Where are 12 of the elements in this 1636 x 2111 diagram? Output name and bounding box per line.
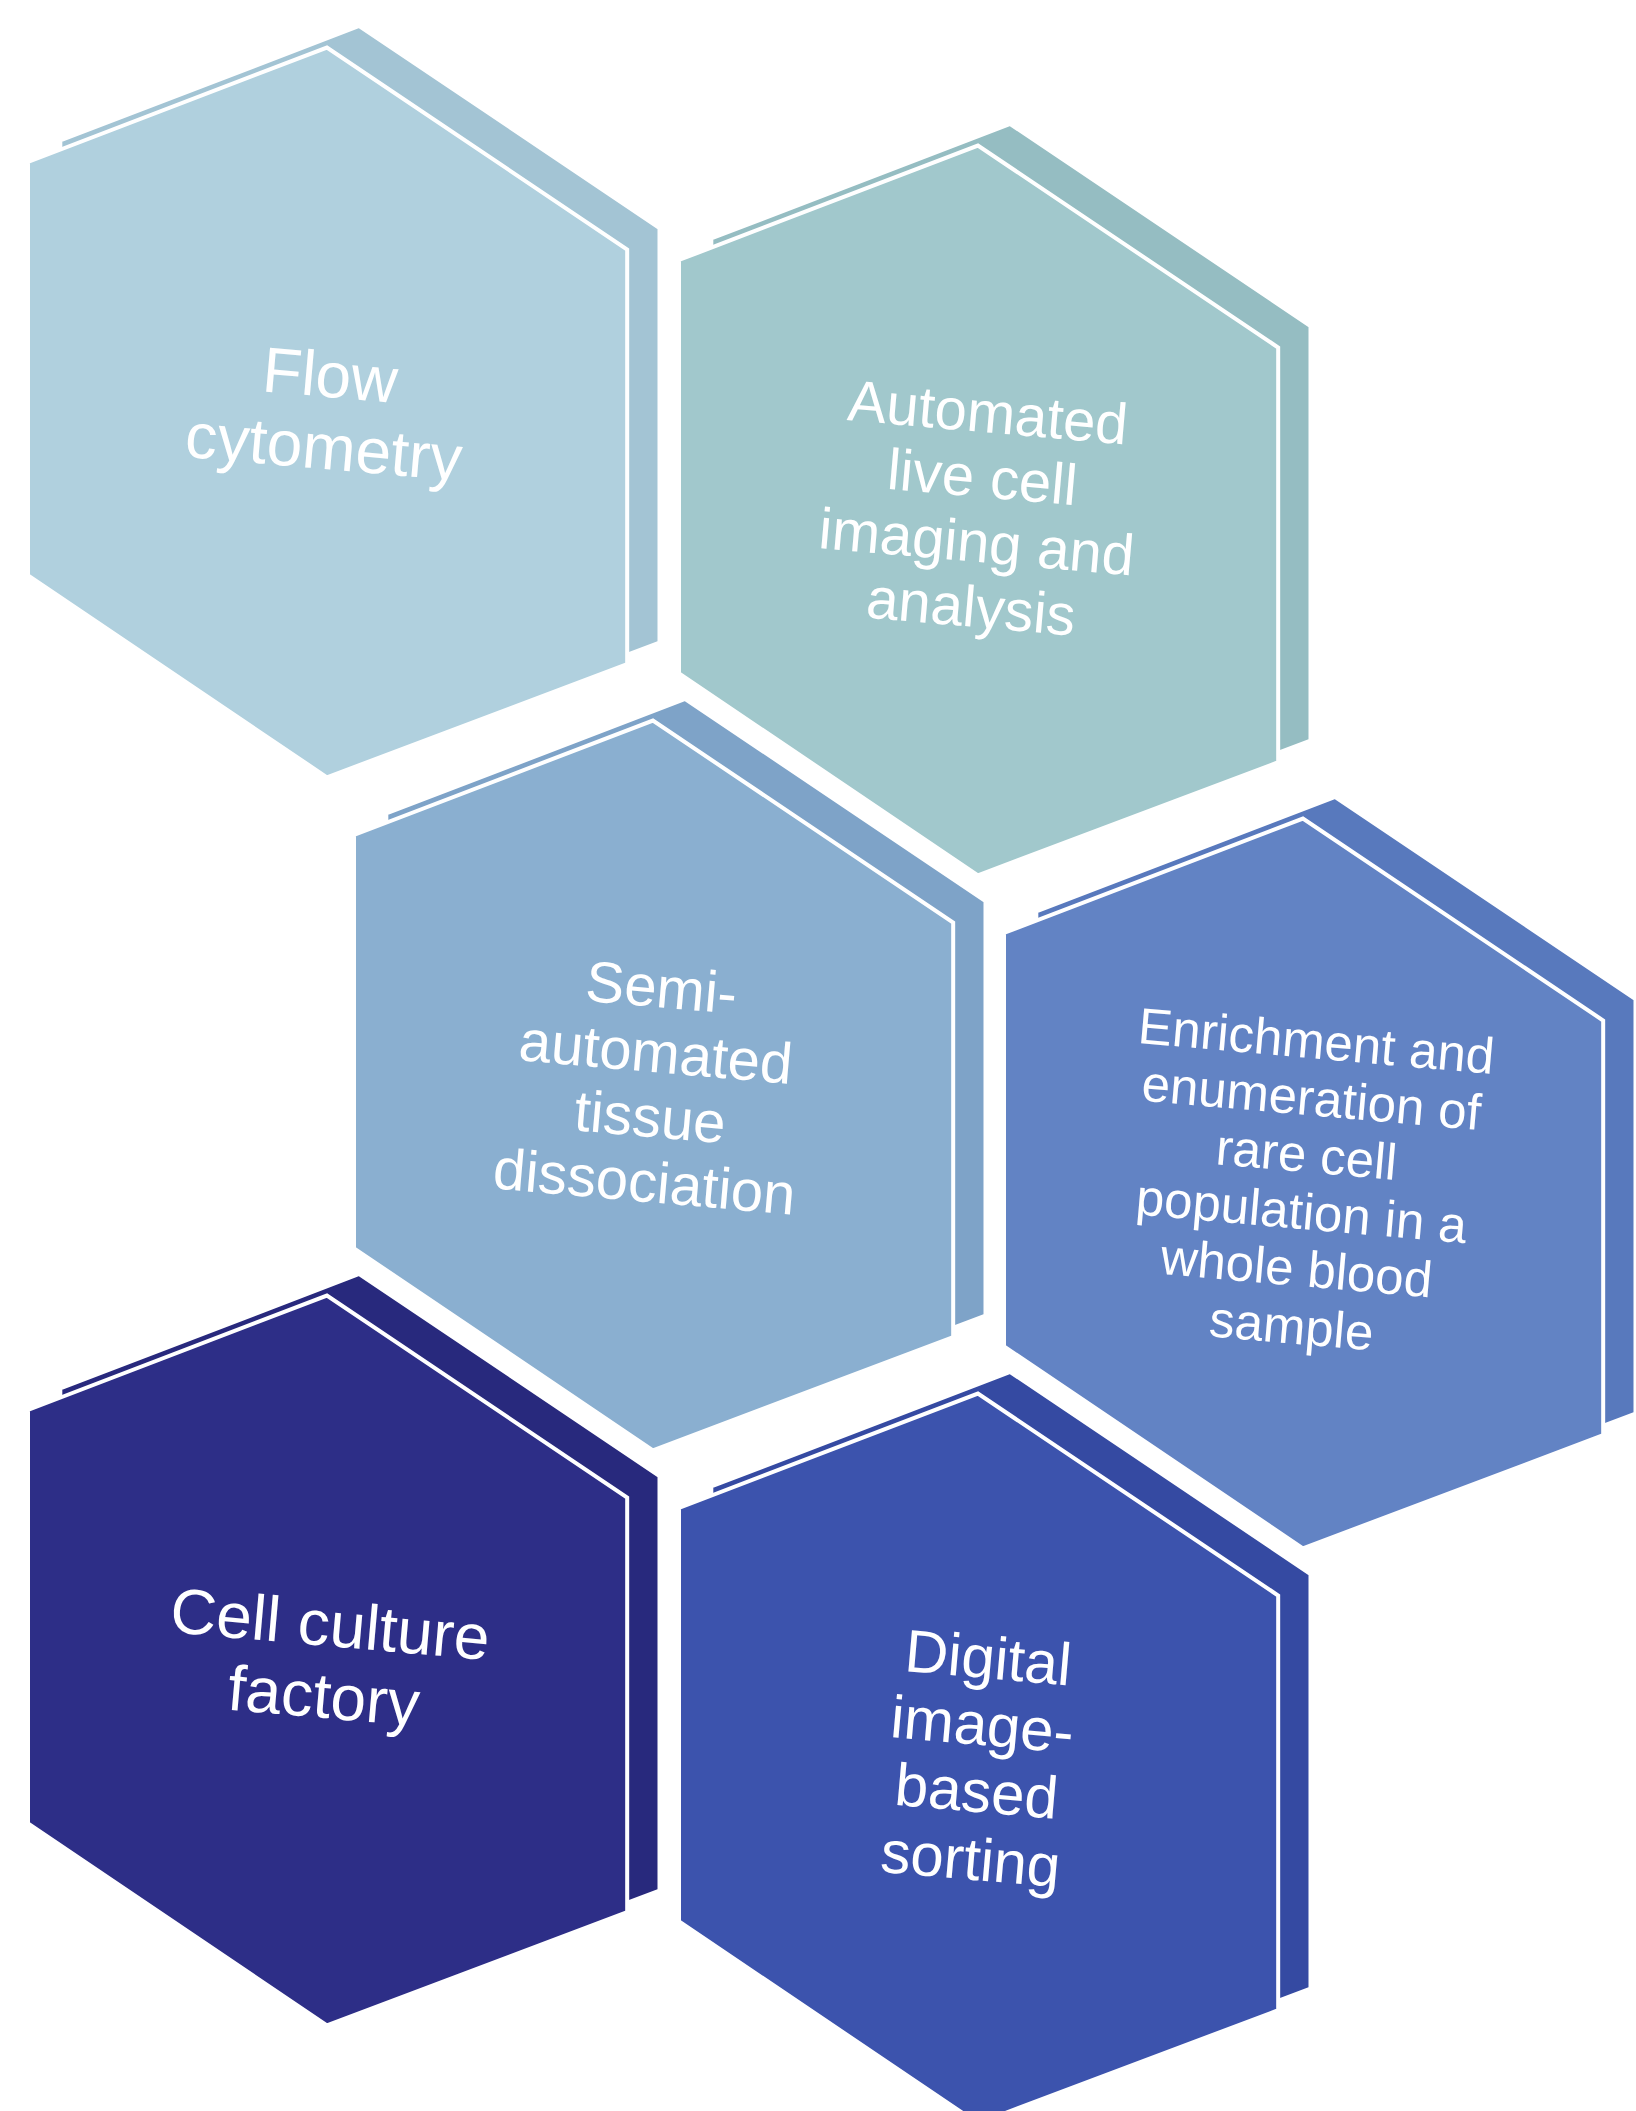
hexagon-tile <box>679 1372 1311 2111</box>
hexagon-tile <box>679 123 1311 876</box>
hexagon-label: Digital image-based sorting <box>876 1616 1078 1903</box>
hexagon-label: Automated live cell imaging and analysis <box>815 366 1138 650</box>
hexagon-label: Flow cytometry <box>181 332 467 497</box>
hexagon-label: Enrichment and enumeration of rare cell population in a whole blood sample <box>1132 996 1498 1364</box>
hexagon-label: Cell culture factory <box>166 1572 495 1742</box>
hexagon-tile <box>27 1273 660 2026</box>
hexagon-tile <box>353 698 986 1451</box>
hexagon-tile <box>27 25 660 777</box>
hexagon-tile <box>1003 797 1636 1549</box>
hexagon-label: Semi-automated tissue dissociation <box>489 947 800 1229</box>
